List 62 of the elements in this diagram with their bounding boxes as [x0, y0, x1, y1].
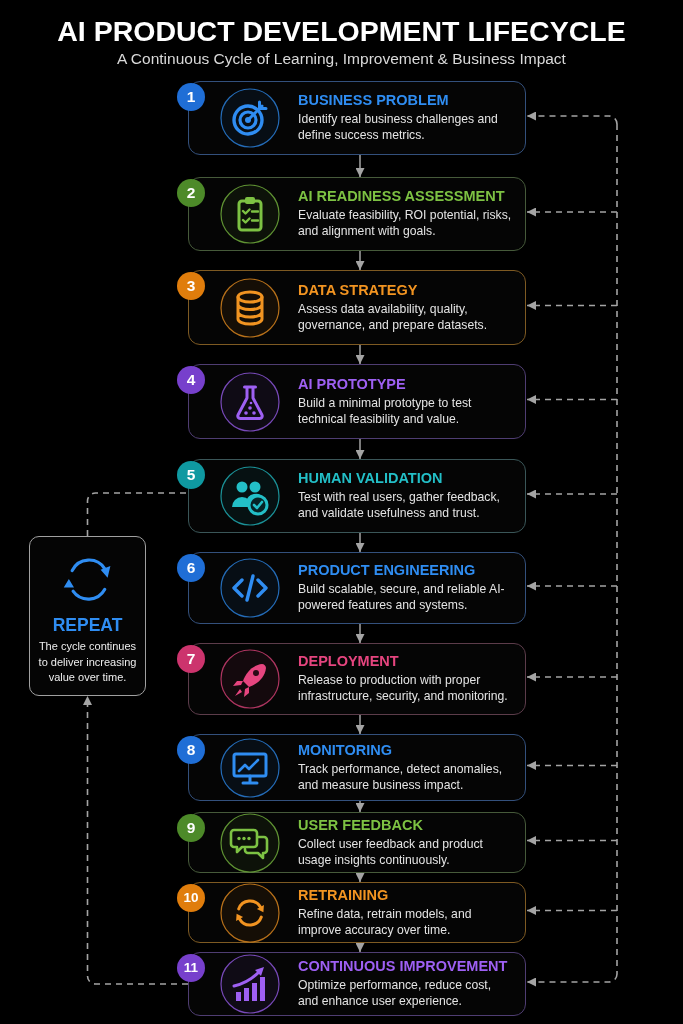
repeat-title: REPEAT — [52, 615, 123, 636]
step-number-badge: 7 — [177, 645, 205, 673]
step-number-badge: 9 — [177, 814, 205, 842]
step-number-badge: 11 — [177, 954, 205, 982]
dashed-arrow — [526, 301, 618, 310]
diagram-title: AI PRODUCT DEVELOPMENT LIFECYCLE — [57, 14, 626, 49]
step-number-badge: 1 — [177, 83, 205, 111]
step-title: RETRAINING — [298, 886, 390, 904]
step-description: Collect user feedback and product usage insights continuously. — [298, 835, 484, 868]
step-title: PRODUCT ENGINEERING — [298, 562, 477, 579]
step-number-badge: 4 — [177, 366, 205, 394]
step-description: Build a minimal prototype to test technical feasibility and value. — [298, 394, 473, 427]
step-title: AI READINESS ASSESSMENT — [298, 188, 506, 205]
step-description: Release to production with proper infrastructure, security, and monitoring. — [298, 672, 509, 704]
step-number-badge: 8 — [177, 736, 205, 764]
dashed-arrow — [526, 672, 618, 682]
step-title: MONITORING — [298, 741, 393, 759]
arrow — [355, 714, 365, 735]
dashed-arrow — [526, 395, 618, 404]
arrow — [355, 872, 365, 883]
dashed-arrow — [526, 973, 618, 987]
dashed-arrow — [83, 695, 189, 985]
arrow — [355, 532, 365, 553]
step-title: DATA STRATEGY — [298, 281, 419, 299]
step-title: USER FEEDBACK — [298, 816, 424, 834]
dashed-arrow — [526, 836, 618, 845]
step-title: DEPLOYMENT — [298, 653, 400, 670]
dashed-arrow — [526, 111, 618, 125]
arrow — [355, 250, 365, 271]
step-number-badge: 6 — [177, 554, 205, 582]
step-number-badge: 5 — [177, 461, 205, 489]
dashed-arrow — [526, 207, 618, 217]
subtitle: A Continuous Cycle of Learning, Improvement & Business Impact — [117, 49, 566, 69]
step-title: CONTINUOUS IMPROVEMENT — [298, 958, 509, 975]
dashed-arrow — [526, 906, 618, 915]
step-description: Evaluate feasibility, ROI potential, risks, and alignment with goals. — [298, 207, 513, 239]
arrow — [355, 623, 365, 644]
step-title: HUMAN VALIDATION — [298, 470, 444, 487]
dashed-arrow — [526, 489, 618, 499]
step-number-badge: 2 — [177, 179, 205, 207]
step-title: AI PROTOTYPE — [298, 375, 407, 393]
repeat-card — [29, 536, 146, 696]
step-description: Build scalable, secure, and reliable AI-powered features and systems. — [298, 581, 506, 613]
dashed-connector — [86, 492, 189, 537]
step-description: Refine data, retrain models, and improve accuracy over time. — [298, 905, 473, 938]
repeat-description: The cycle continues to deliver increasing value over time. — [37, 639, 138, 685]
dashed-arrow — [526, 581, 618, 591]
step-title: BUSINESS PROBLEM — [298, 92, 450, 109]
arrow — [355, 942, 365, 953]
dashed-feedback-line — [616, 123, 618, 975]
arrow — [355, 438, 365, 460]
step-number-badge: 10 — [177, 884, 205, 912]
step-description: Assess data availability, quality, governance, and prepare datasets. — [298, 300, 489, 333]
step-number-badge: 3 — [177, 272, 205, 300]
dashed-arrow — [526, 761, 618, 770]
arrow — [355, 800, 365, 813]
step-description: Optimize performance, reduce cost, and enhance user experience. — [298, 977, 493, 1009]
arrow — [355, 344, 365, 365]
step-description: Track performance, detect anomalies, and measure business impact. — [298, 760, 504, 793]
step-description: Identify real business challenges and define success metrics. — [298, 111, 499, 143]
arrow — [355, 154, 365, 178]
step-description: Test with real users, gather feedback, and validate usefulness and trust. — [298, 489, 501, 521]
